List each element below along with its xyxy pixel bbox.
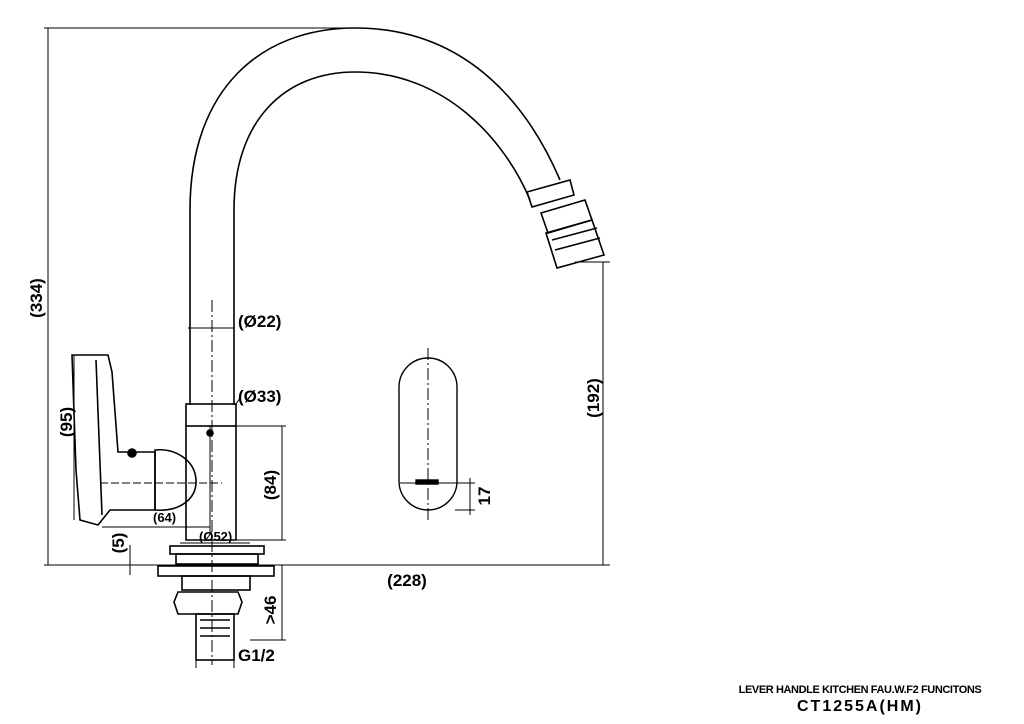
spout-end-band: [525, 179, 575, 208]
title-description: LEVER HANDLE KITCHEN FAU.W.F2 FUNCITONS: [738, 684, 982, 696]
dim-base-diameter: (Ø52): [199, 529, 232, 544]
dim-base-thickness: (5): [109, 533, 128, 554]
title-model-code: CT1255A(HM): [796, 698, 923, 715]
dim-handle-height: (95): [57, 407, 76, 437]
spray-head: [539, 199, 594, 234]
base-plate: [169, 545, 265, 555]
dim-overall-height: (334): [27, 278, 46, 318]
spray-head-lower: [544, 219, 606, 269]
shank: [195, 613, 235, 661]
handle-detail: [398, 348, 475, 520]
valve-cap: [154, 449, 197, 511]
dim-thread-size: G1/2: [238, 646, 275, 665]
dim-max-deck-thickness: >46: [261, 596, 280, 625]
dim-handle-opening: 17: [475, 487, 494, 506]
dim-body-diameter: (Ø33): [238, 387, 281, 406]
dim-body-height: (84): [261, 470, 280, 500]
faucet-outline: [71, 27, 606, 661]
main-body: [185, 426, 237, 541]
dim-spout-reach: (228): [387, 571, 427, 590]
mounting-nut: [157, 565, 275, 577]
dim-handle-reach: (64): [153, 510, 176, 525]
dim-spout-diameter: (Ø22): [238, 312, 281, 331]
spout-inner: [233, 71, 531, 405]
dimension-lines: [44, 27, 610, 668]
spout-outer: [189, 27, 561, 405]
handle-lever: [71, 354, 156, 526]
dim-outlet-height: (192): [584, 378, 603, 418]
body-sleeve: [185, 403, 237, 427]
